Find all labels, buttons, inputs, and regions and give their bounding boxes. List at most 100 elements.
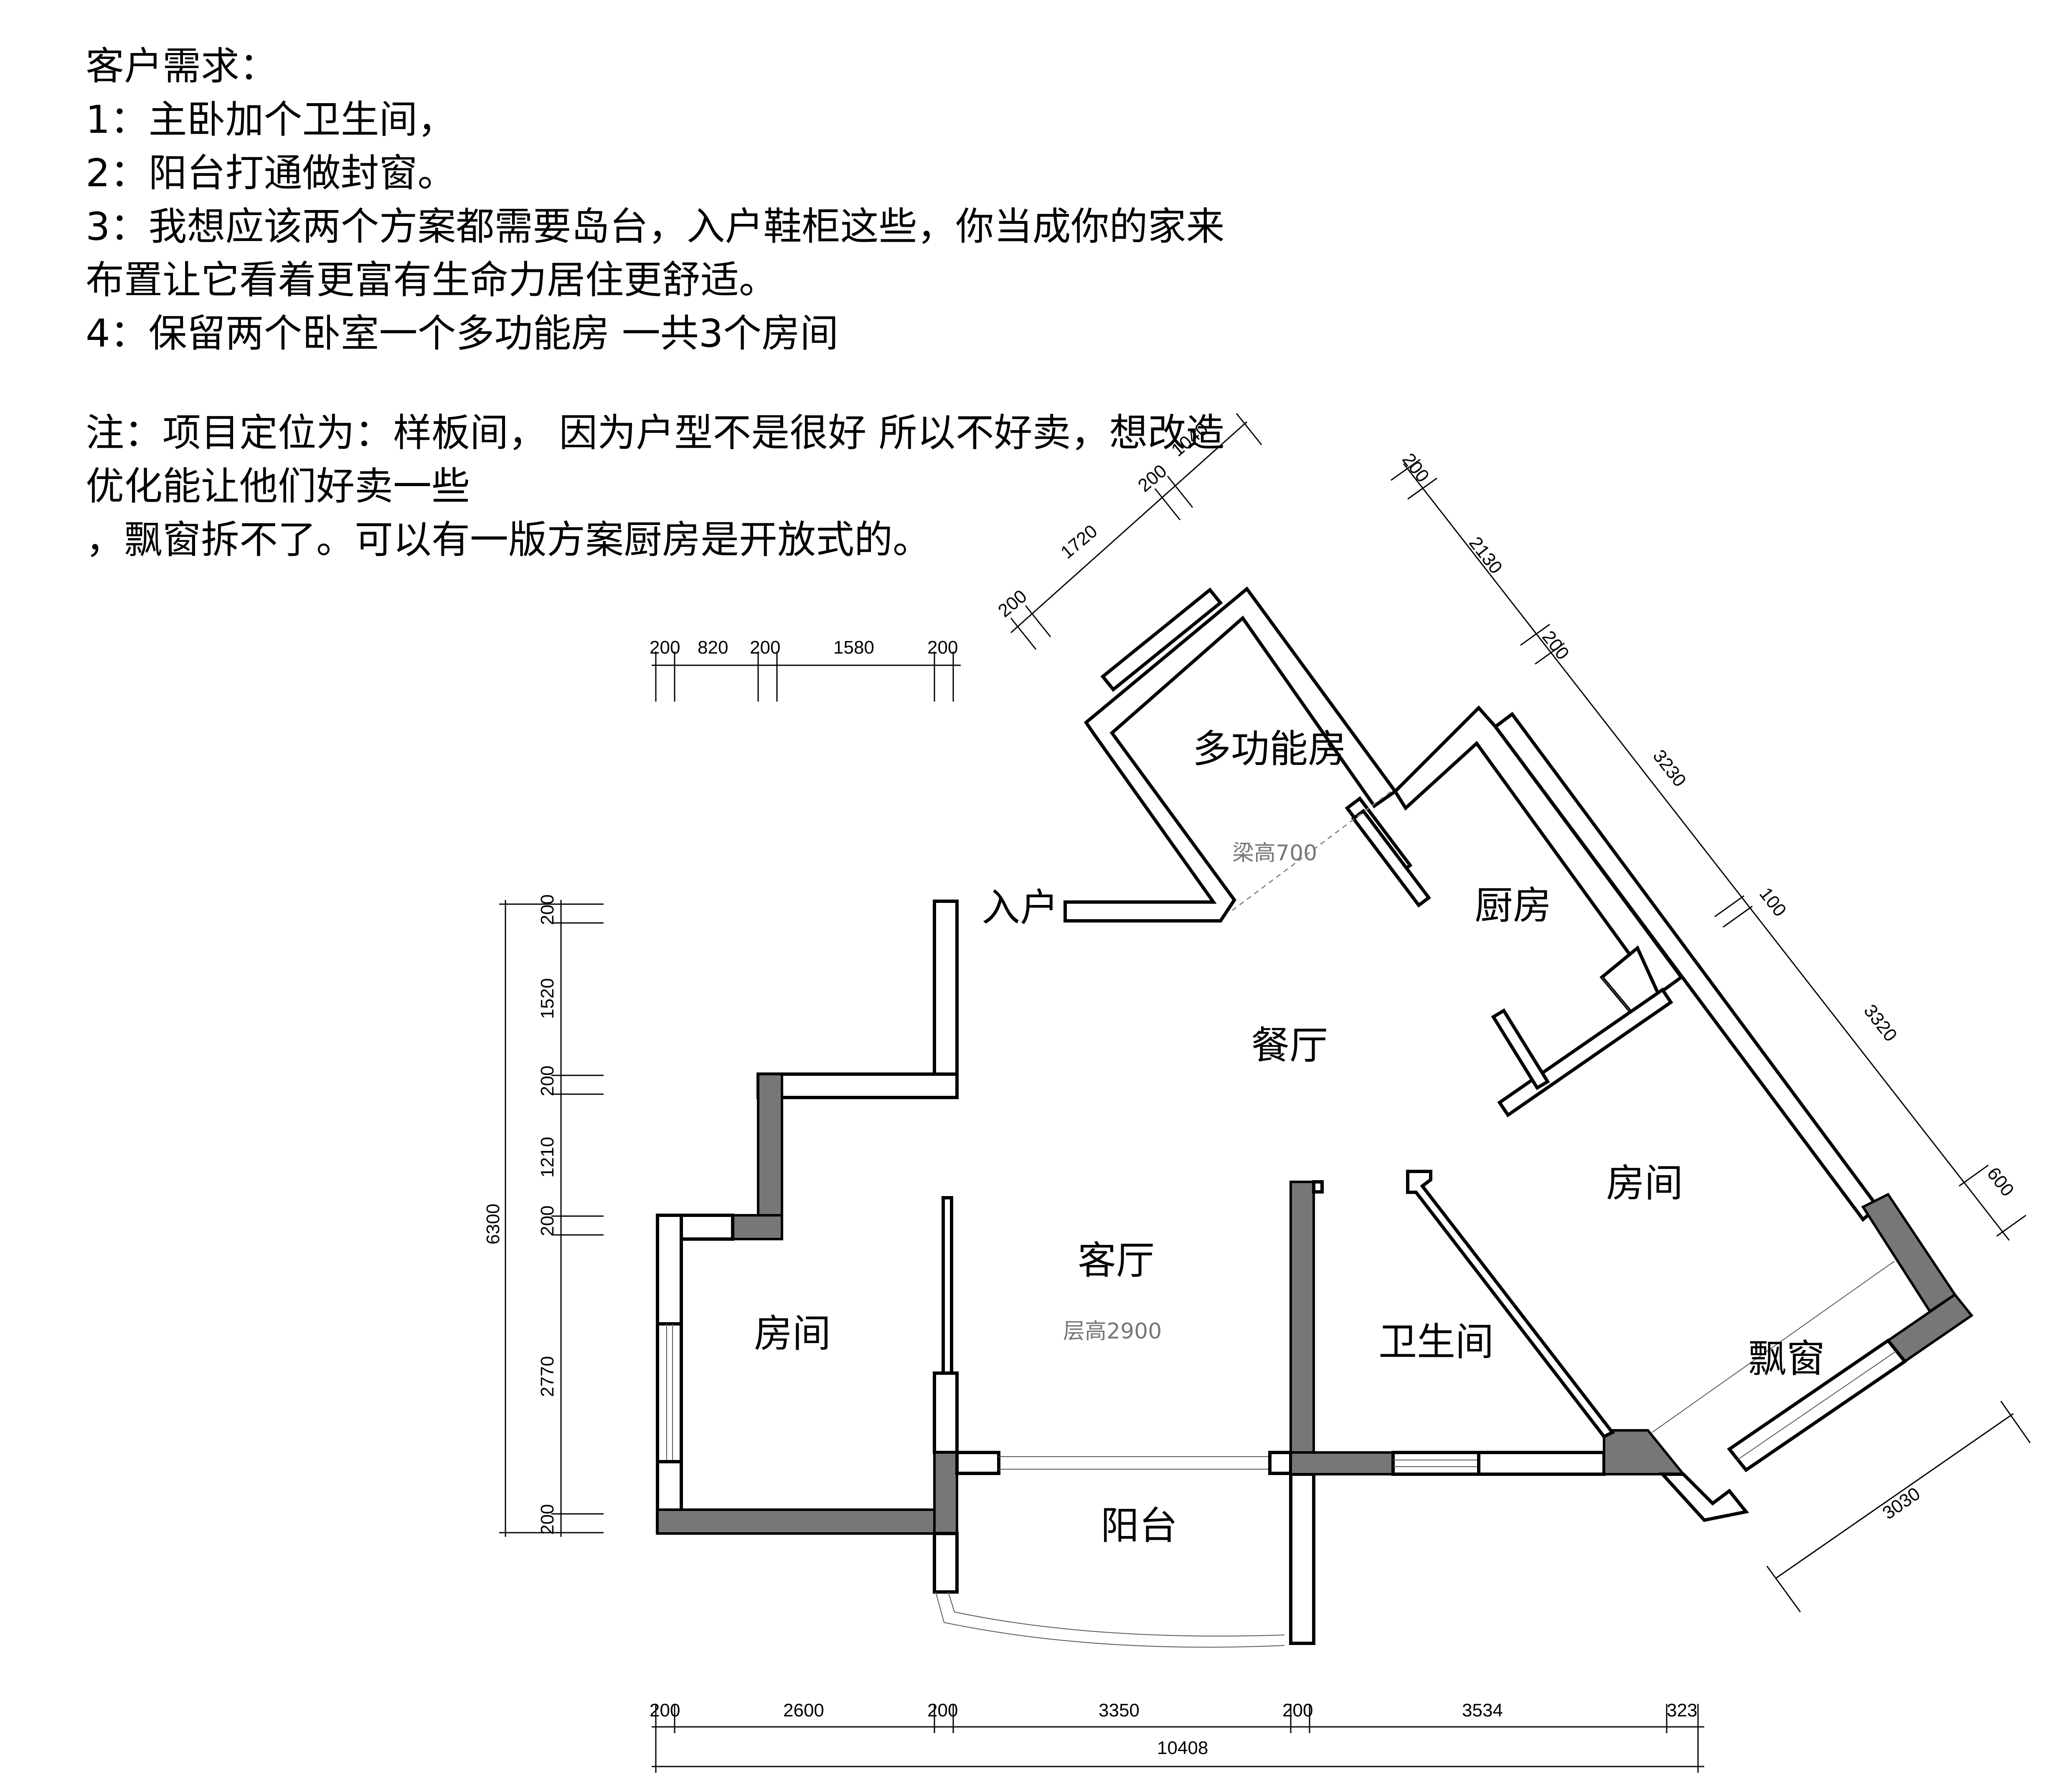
dim-diag-r-tick-1	[1407, 477, 1437, 500]
label-kitchen: 厨房	[1475, 883, 1551, 928]
note-floor-height: 层高2900	[1063, 1319, 1162, 1344]
label-living: 客厅	[1078, 1238, 1155, 1283]
dimension-bay: 3030	[1766, 1401, 2031, 1612]
remark-line-1: 注：项目定位为：样板间， 因为户型不是很好 所以不好卖，想改造	[86, 411, 1225, 455]
dim-bottom-3: 3350	[1099, 1700, 1140, 1721]
dim-diag-r-0: 200	[1398, 449, 1433, 486]
wall-bath-below	[1289, 1473, 1315, 1645]
dim-diag-r-tick-7	[1996, 1214, 2026, 1237]
dim-diag-ul-1: 1720	[1057, 521, 1101, 563]
dim-left-2: 200	[537, 1066, 558, 1096]
remark-line-2: 优化能让他们好卖一些	[86, 464, 470, 509]
dim-diag-ul-tick-3	[1167, 476, 1193, 508]
wall-balcony-left	[933, 1532, 959, 1594]
dim-diag-r-1: 2130	[1465, 533, 1506, 578]
dim-diag-r-tick-2	[1520, 624, 1550, 646]
note-item-4: 4：保留两个卧室一个多功能房 一共3个房间	[86, 311, 839, 356]
dimension-diag-right: 200 2130 200 3230 100 3320 600	[1391, 449, 2026, 1241]
room-labels: 多功能房 厨房 入户 餐厅 房间 客厅 房间 卫生间 飘窗 阳台 梁高700 层…	[754, 727, 1825, 1548]
dimension-top: 200 820 200 1580 200	[650, 637, 961, 702]
dim-diag-r-tick-6	[1959, 1164, 1989, 1187]
dim-top-2: 200	[750, 637, 780, 658]
dim-diag-r-3: 3230	[1649, 746, 1690, 791]
wall-entry-left	[933, 900, 959, 1099]
wall-bedroom-right-stub	[1491, 1008, 1550, 1090]
dim-bay-line	[1775, 1413, 2014, 1579]
dim-bay-value: 3030	[1879, 1483, 1924, 1523]
note-item-3-cont: 布置让它看着更富有生命力居住更舒适。	[86, 258, 778, 302]
window-multi-room	[1100, 587, 1223, 692]
dim-left-6: 200	[537, 1504, 558, 1535]
wall-gray-bath-left	[1289, 1181, 1315, 1475]
dimension-left: 200 1520 200 1210 200 2770 200 6300	[483, 895, 604, 1537]
window-bath	[1391, 1451, 1480, 1476]
wall-bath-bottom-right	[1477, 1451, 1606, 1476]
label-multi-room: 多功能房	[1193, 727, 1346, 771]
dim-bottom-total: 10408	[1157, 1738, 1208, 1758]
note-item-1: 1：主卧加个卫生间，	[86, 97, 456, 142]
dim-top-3: 1580	[833, 637, 874, 658]
dim-diag-r-tick-0	[1391, 459, 1421, 481]
dim-diag-r-line	[1403, 463, 2010, 1241]
label-bay-window: 飘窗	[1748, 1336, 1825, 1381]
dim-top-4: 200	[927, 637, 958, 658]
balcony-rail-left-stub	[955, 1451, 1000, 1475]
window-bedroom-left	[656, 1322, 683, 1463]
wall-gray-left-vertical	[757, 1073, 783, 1240]
dim-diag-r-5: 3320	[1860, 1001, 1901, 1045]
remark-line-3: ，飘窗拆不了。可以有一版方案厨房是开放式的。	[86, 517, 932, 562]
dim-diag-ul-line	[1010, 421, 1247, 634]
dim-left-5: 2770	[537, 1356, 558, 1397]
wall-gray-left-step	[726, 1214, 783, 1240]
wall-upper-left	[756, 1072, 959, 1099]
dim-bay-tick-1	[2000, 1401, 2031, 1443]
dim-diag-ul-tick-0	[1010, 618, 1037, 650]
dim-diag-ul-tick-2	[1154, 488, 1181, 520]
dim-top-1: 820	[698, 637, 728, 658]
dim-left-4: 200	[537, 1206, 558, 1236]
wall-bath-diagonal	[1406, 1170, 1615, 1439]
label-bedroom-right: 房间	[1606, 1161, 1683, 1206]
bay-inner-line	[1652, 1261, 1895, 1433]
note-item-2: 2：阳台打通做封窗。	[86, 151, 456, 195]
wall-gray-bath-corner	[1603, 1429, 1686, 1475]
dim-bay-tick-0	[1766, 1566, 1801, 1612]
dim-bottom-1: 2600	[783, 1700, 824, 1721]
dim-diag-r-tick-4	[1714, 895, 1744, 918]
label-balcony: 阳台	[1101, 1503, 1178, 1548]
dim-diag-ul-2: 200	[1134, 461, 1171, 496]
wall-gray-living-post	[933, 1451, 958, 1535]
dimension-bottom: 200 2600 200 3350 200 3534 323 10408	[650, 1700, 1704, 1773]
dim-diag-r-tick-5	[1723, 905, 1753, 928]
dim-diag-ul-3: 1040	[1168, 418, 1212, 460]
requirements-notes: 客户需求： 1：主卧加个卫生间， 2：阳台打通做封窗。 3：我想应该两个方案都需…	[86, 40, 1225, 567]
balcony-glazing-inner	[948, 1592, 1285, 1637]
dim-bottom-2: 200	[927, 1700, 958, 1721]
note-beam-height: 梁高700	[1232, 841, 1317, 866]
wall-bay-bottom	[1658, 1473, 1749, 1522]
dim-diag-ul-0: 200	[994, 586, 1031, 621]
wall-gray-bay-side	[1861, 1193, 1957, 1313]
dim-left-1: 1520	[537, 978, 558, 1019]
dim-left-total: 6300	[483, 1204, 503, 1245]
wall-bath-left-cap	[1312, 1180, 1324, 1194]
wall-living-partition-b	[933, 1371, 959, 1454]
label-dining: 餐厅	[1251, 1023, 1328, 1068]
walls	[656, 586, 1974, 1648]
dim-diag-r-tick-3	[1535, 642, 1565, 665]
window-bay-line	[1737, 1351, 1897, 1460]
dim-diag-ul-tick-1	[1025, 605, 1051, 637]
dim-bottom-0: 200	[650, 1700, 680, 1721]
duct-line	[1602, 977, 1634, 1015]
balcony-rail-right-stub	[1268, 1451, 1292, 1475]
label-entry: 入户	[982, 885, 1058, 930]
dim-bottom-6: 323	[1667, 1700, 1697, 1721]
wall-living-partition-a	[942, 1196, 953, 1375]
note-item-3: 3：我想应该两个方案都需要岛台，入户鞋柜这些，你当成你的家来	[86, 204, 1225, 249]
dim-left-3: 1210	[537, 1137, 558, 1178]
wall-gray-bath-bottom	[1289, 1451, 1394, 1475]
dim-left-0: 200	[537, 895, 558, 925]
wall-kitchen-outline	[1393, 705, 1684, 996]
balcony-glazing-outer	[935, 1592, 1285, 1648]
